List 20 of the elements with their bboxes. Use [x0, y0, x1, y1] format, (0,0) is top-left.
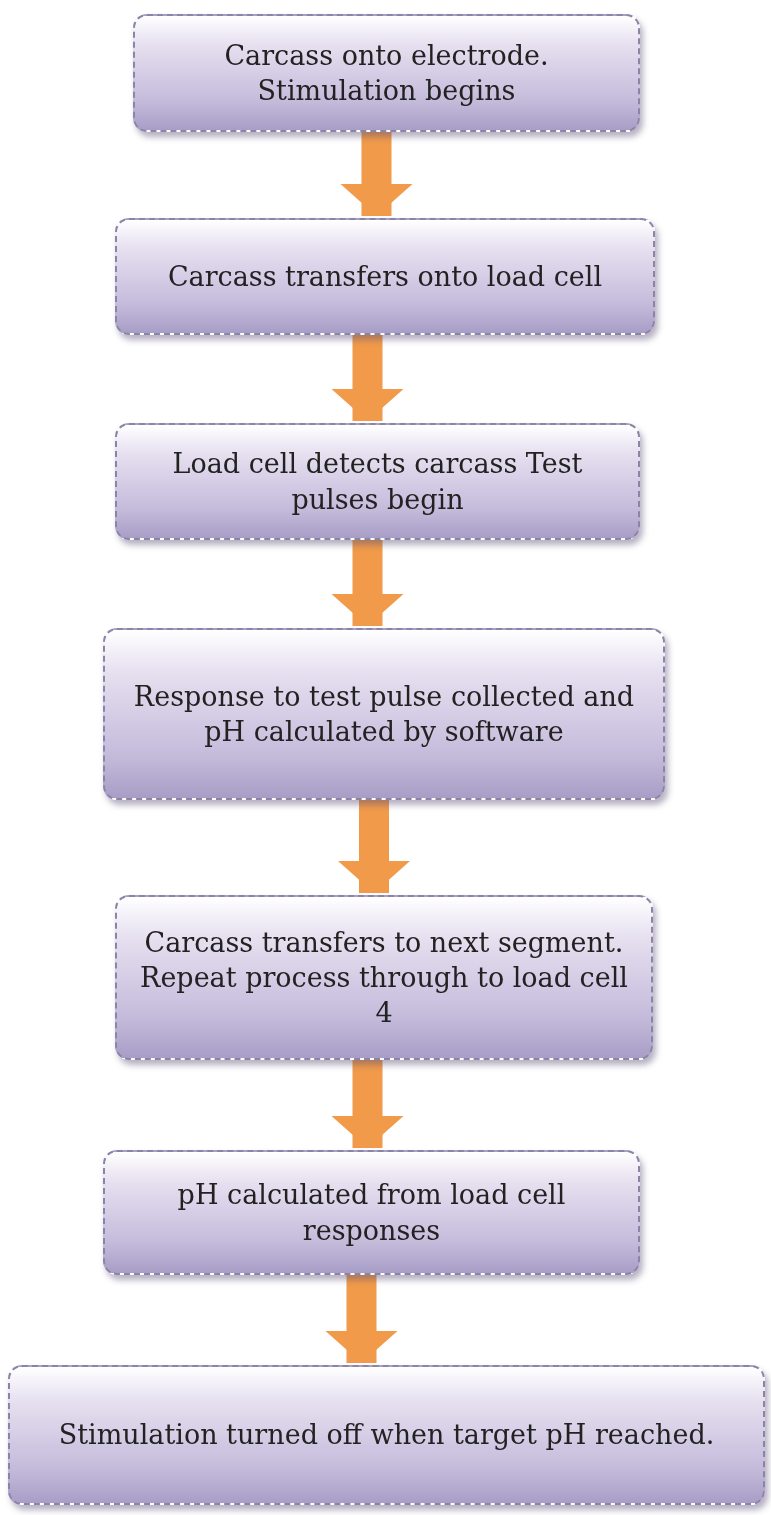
- process-box: [8, 1365, 765, 1505]
- block-arrow: [338, 800, 410, 893]
- step-text: Carcass onto electrode. Stimulation begins: [223, 38, 550, 108]
- block-arrow: [325, 1275, 398, 1363]
- block-arrow: [331, 540, 404, 626]
- process-box: [103, 1150, 640, 1275]
- step-text: Carcass transfers onto load cell: [167, 259, 603, 294]
- process-box: [115, 423, 640, 540]
- block-arrow: [340, 132, 413, 216]
- step-text: pH calculated from load cell responses: [176, 1178, 567, 1248]
- block-arrow: [331, 335, 404, 421]
- process-box: [115, 895, 653, 1060]
- step-text: Stimulation turned off when target pH reached.: [58, 1418, 715, 1453]
- process-box: [103, 628, 665, 800]
- step-text: Carcass transfers to next segment. Repeat process through to load cell 4: [139, 925, 629, 1031]
- step-text: Load cell detects carcass Test pulses begin: [171, 447, 584, 517]
- step-text: Response to test pulse collected and pH calculated by software: [132, 679, 636, 749]
- block-arrow: [331, 1060, 404, 1148]
- process-box: [133, 14, 640, 132]
- process-box: [115, 218, 655, 335]
